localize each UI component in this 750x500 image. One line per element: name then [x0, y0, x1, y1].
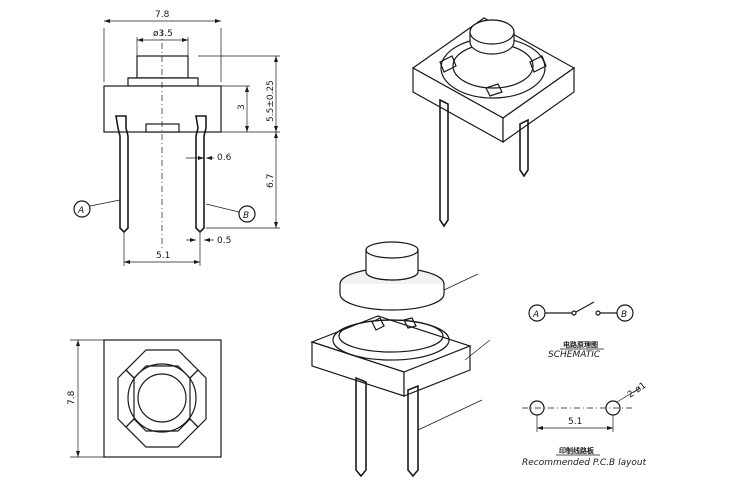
front-view: 7.8 ø3.5 3 5.5±0.2 — [73, 10, 280, 266]
dim-pin-pitch: 5.1 — [156, 251, 170, 261]
schematic-terminal-b: B — [621, 310, 627, 320]
pcb-title-cn: 印制线路板 — [559, 446, 595, 455]
dim-pin-offset: 0.6 — [217, 153, 232, 163]
schematic-title-en: SCHEMATIC — [548, 350, 601, 360]
pcb-hole-diameter: 2-ø1 — [626, 381, 648, 401]
terminal-a-label: A — [77, 206, 84, 216]
dim-width-side: 7.8 — [67, 390, 77, 405]
pcb-layout: 5.1 2-ø1 印制线路板 Recommended P.C.B layout — [522, 381, 648, 468]
terminal-b-label: B — [243, 211, 249, 221]
exploded-view — [310, 241, 491, 478]
dim-width-top: 7.8 — [155, 10, 170, 20]
pcb-title-en: Recommended P.C.B layout — [522, 458, 647, 468]
dim-button-diameter: ø3.5 — [153, 29, 173, 39]
dim-pin-width: 0.5 — [217, 236, 231, 246]
pcb-pitch: 5.1 — [568, 417, 582, 427]
schematic-terminal-a: A — [532, 310, 539, 320]
dim-total-height: 5.5±0.25 — [266, 80, 276, 122]
schematic-title-cn: 电路原理图 — [563, 340, 598, 349]
dim-body-height: 3 — [237, 104, 247, 110]
top-view: 7.8 — [67, 339, 222, 458]
dim-pin-length: 6.7 — [266, 174, 276, 188]
isometric-view — [411, 17, 576, 228]
schematic: A B 电路原理图 SCHEMATIC — [528, 301, 634, 360]
